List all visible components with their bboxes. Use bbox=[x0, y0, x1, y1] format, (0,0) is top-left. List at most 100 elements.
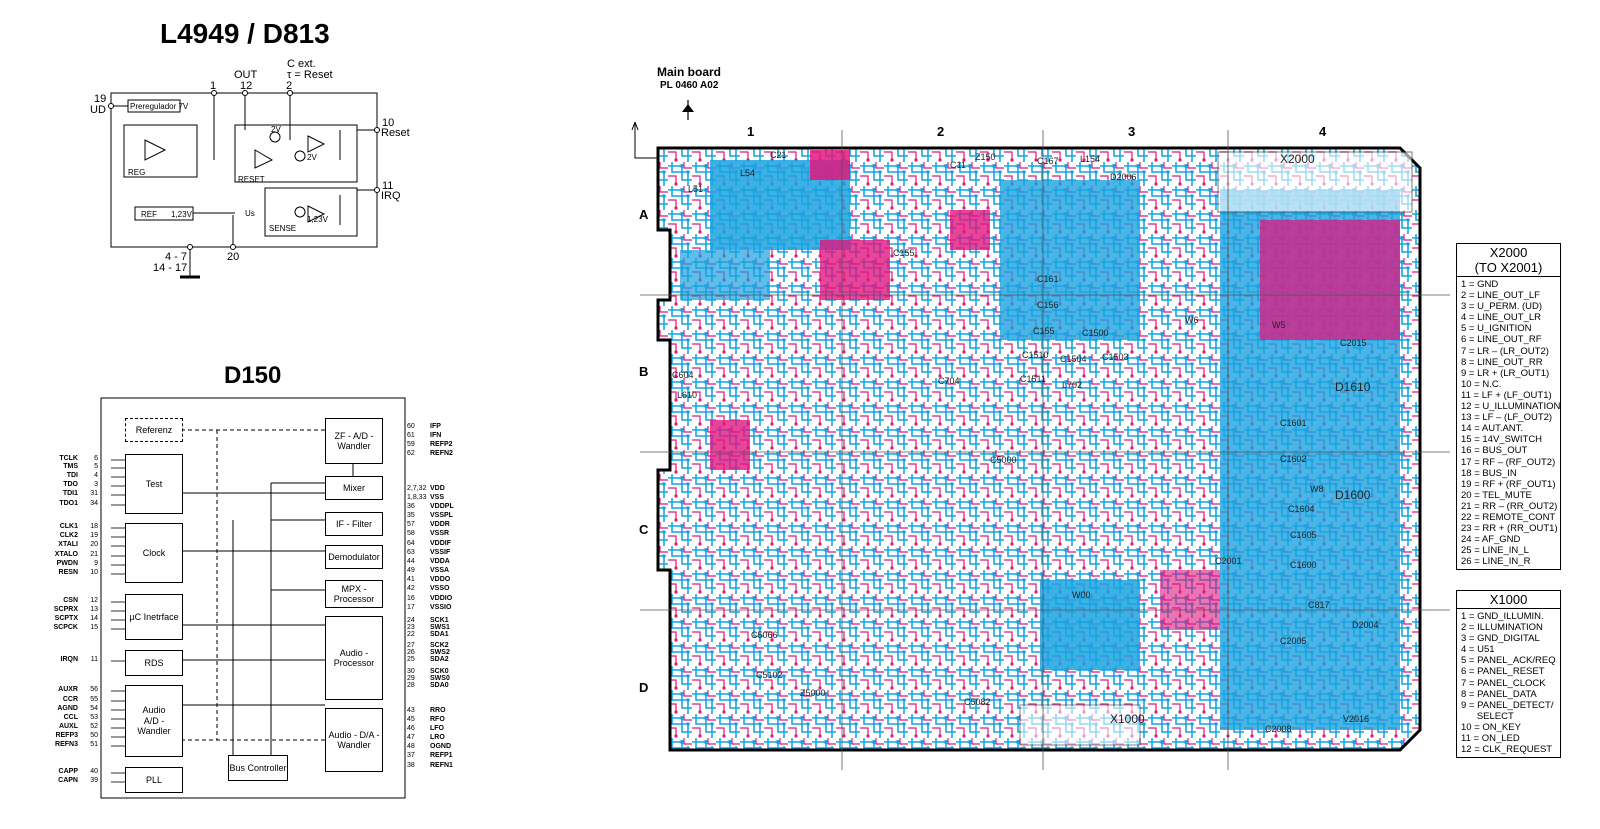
x2000-pin-item: 5 = U_IGNITION bbox=[1461, 323, 1532, 335]
d150-pin-name: IFP bbox=[430, 423, 441, 430]
d150-pin-number: 45 bbox=[407, 716, 415, 723]
x2000-pin-item: 17 = RF – (RF_OUT2) bbox=[1461, 456, 1556, 468]
pcb-label-c1511: C1511 bbox=[1020, 374, 1046, 384]
pcb-label-l51: L51 bbox=[688, 184, 704, 194]
d150-pin-number: 53 bbox=[90, 714, 98, 721]
d150-pin-number: 12 bbox=[90, 597, 98, 604]
l4949-resetblk-label: RESET bbox=[238, 175, 265, 184]
l4949-irq-label: IRQ bbox=[381, 190, 401, 202]
d150-block-clock: Clock bbox=[125, 523, 183, 583]
pcb-label-c5000: C5000 bbox=[990, 455, 1017, 465]
x2000-pin-item: 20 = TEL_MUTE bbox=[1461, 489, 1532, 501]
x2000-title: X2000 bbox=[1489, 245, 1528, 260]
d150-pin-name: SWS0 bbox=[430, 675, 450, 682]
d150-pin-name: REFN1 bbox=[430, 762, 453, 769]
d150-pin-name: VSSPL bbox=[430, 512, 453, 519]
d150-pin-number: 62 bbox=[407, 450, 415, 457]
d150-pin-number: 37 bbox=[407, 752, 415, 759]
d150-pin-name: LRO bbox=[430, 734, 445, 741]
d150-pin-number: 3 bbox=[94, 481, 98, 488]
x1000-pin-item: 5 = PANEL_ACK/REQ bbox=[1461, 655, 1556, 667]
d150-pin-name: VDDIO bbox=[430, 595, 453, 602]
d150-pin-number: 58 bbox=[407, 530, 415, 537]
d150-pin-number: 9 bbox=[94, 560, 98, 567]
board-code: PL 0460 A02 bbox=[660, 80, 719, 91]
d150-pin-name: TMS bbox=[63, 463, 78, 470]
x1000-pin-item: 7 = PANEL_CLOCK bbox=[1461, 677, 1546, 689]
d150-pin-number: 48 bbox=[407, 743, 415, 750]
l4949-ud: UD bbox=[90, 104, 106, 116]
d150-pin-name: CCR bbox=[62, 696, 78, 703]
d150-pin-number: 43 bbox=[407, 707, 415, 714]
x1000-pin-item: 2 = ILLUMINATION bbox=[1461, 622, 1543, 634]
d150-pin-number: 26 bbox=[407, 649, 415, 656]
pcb-label-d2006: D2006 bbox=[1110, 172, 1137, 182]
d150-pin-name: REFN2 bbox=[430, 450, 453, 457]
board-row-d: D bbox=[639, 680, 649, 695]
pcb-label-z5000: Z5000 bbox=[800, 688, 826, 698]
x1000-pin-item: 1 = GND_ILLUMIN. bbox=[1461, 611, 1544, 622]
x2000-pin-item: 12 = U_ILLUMINATION bbox=[1461, 401, 1561, 413]
d150-block-audio-processor: Audio - Processor bbox=[325, 616, 383, 700]
d150-pin-name: TDO1 bbox=[59, 500, 78, 507]
d150-pin-name: XTALO bbox=[54, 551, 78, 558]
d150-pin-name: VDDR bbox=[430, 521, 450, 528]
board-col-4: 4 bbox=[1319, 124, 1327, 139]
d150-pin-number: 31 bbox=[90, 490, 98, 497]
x2000-pin-item: 14 = AUT.ANT. bbox=[1461, 423, 1524, 435]
pcb-label-c155b: C155 bbox=[1033, 326, 1055, 336]
l4949-sense-label: SENSE bbox=[269, 224, 297, 233]
pcb-label-c21: C21 bbox=[770, 150, 787, 160]
d150-pin-number: 38 bbox=[407, 762, 415, 769]
board-col-2: 2 bbox=[937, 124, 945, 139]
l4949-pin1: 1 bbox=[210, 80, 217, 92]
d150-pin-name: TCLK bbox=[59, 455, 78, 462]
d150-pin-number: 28 bbox=[407, 682, 415, 689]
d150-pin-number: 47 bbox=[407, 734, 415, 741]
x2000-pin-item: 1 = GND bbox=[1461, 279, 1499, 290]
d150-pin-number: 34 bbox=[90, 500, 98, 507]
d150-pin-name: AUXR bbox=[58, 686, 78, 693]
d150-pin-name: RFO bbox=[430, 716, 445, 723]
d150-pin-number: 22 bbox=[407, 631, 415, 638]
x1000-pin-item: 3 = GND_DIGITAL bbox=[1461, 633, 1540, 645]
board-pcb bbox=[631, 100, 1450, 770]
pcb-label-l154: L154 bbox=[1080, 154, 1101, 164]
x1000-pin-item: 8 = PANEL_DATA bbox=[1461, 688, 1537, 700]
d150-pin-number: 41 bbox=[407, 576, 415, 583]
pcb-label-z150: Z150 bbox=[975, 152, 996, 162]
board-col-3: 3 bbox=[1128, 124, 1136, 139]
pcb-label-w00: W00 bbox=[1072, 590, 1091, 600]
d150-pin-name: CLK2 bbox=[59, 532, 78, 539]
d150-pin-name: CSN bbox=[63, 597, 78, 604]
d150-pin-name: SCK1 bbox=[430, 617, 449, 624]
d150-pin-name: CAPN bbox=[58, 777, 78, 784]
l4949-reset-label: Reset bbox=[381, 127, 410, 139]
pcb-label-x2000: X2000 bbox=[1280, 152, 1315, 166]
d150-pin-number: 49 bbox=[407, 567, 415, 574]
d150-pin-number: 20 bbox=[90, 541, 98, 548]
l4949-cext-label: C ext. bbox=[287, 58, 316, 70]
d150-pin-number: 27 bbox=[407, 642, 415, 649]
d150-pin-number: 42 bbox=[407, 585, 415, 592]
d150-pin-name: REFP3 bbox=[55, 732, 78, 739]
board-row-a: A bbox=[639, 207, 649, 222]
d150-block-audio-da: Audio - D/A - Wandler bbox=[325, 708, 383, 772]
d150-title: D150 bbox=[224, 362, 282, 389]
pcb-label-c2015: C2015 bbox=[1340, 338, 1367, 348]
d150-pin-name: PWDN bbox=[56, 560, 78, 567]
d150-block-demodulator: Demodulator bbox=[325, 545, 383, 569]
d150-pin-number: 29 bbox=[407, 675, 415, 682]
d150-pin-name: VDD bbox=[430, 485, 445, 492]
d150-pin-number: 6 bbox=[94, 455, 98, 462]
d150-pin-name: REFP1 bbox=[430, 752, 453, 759]
x2000-pin-item: 13 = LF – (LF_OUT2) bbox=[1461, 412, 1553, 424]
l4949-pin10: 10 bbox=[382, 117, 395, 129]
d150-pin-name: AUXL bbox=[58, 723, 78, 730]
d150-pin-name: RESN bbox=[58, 569, 78, 576]
d150-pin-number: 60 bbox=[407, 423, 415, 430]
pcb-label-c5082: C5082 bbox=[964, 697, 991, 707]
x2000-pin-item: 3 = U_PERM. (UD) bbox=[1461, 301, 1543, 313]
